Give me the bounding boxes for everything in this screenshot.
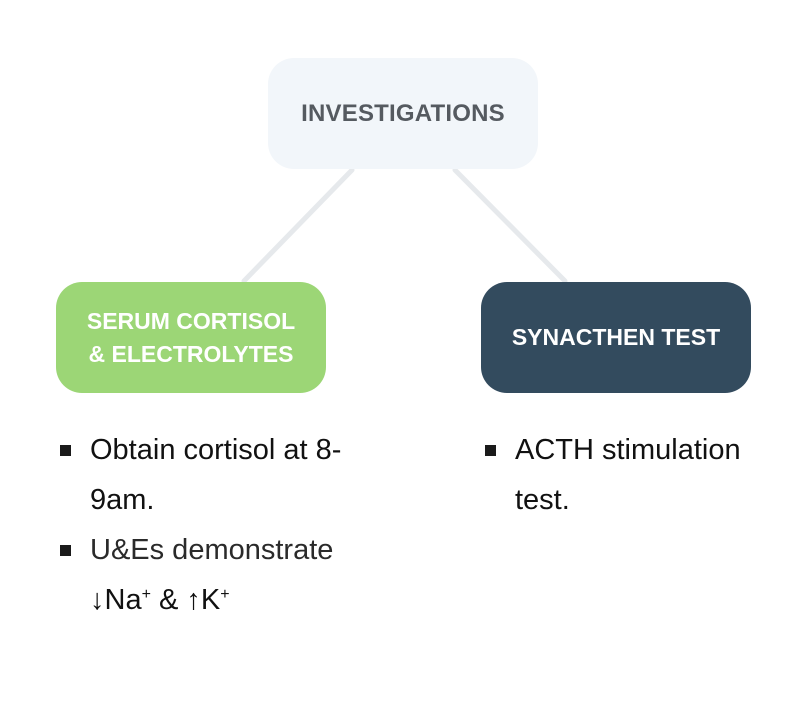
list-item-text: U&Es demonstrate bbox=[90, 534, 334, 566]
node-serum-cortisol-electrolytes: SERUM CORTISOL & ELECTROLYTES bbox=[56, 282, 326, 393]
node-serum-cortisol-label: SERUM CORTISOL & ELECTROLYTES bbox=[86, 307, 296, 367]
list-item: ACTH stimulation test. bbox=[483, 425, 783, 525]
list-item: Obtain cortisol at 8-9am. bbox=[58, 425, 378, 525]
arrow-down-icon: ↓ bbox=[90, 584, 105, 616]
node-synacthen-label: SYNACTHEN TEST bbox=[511, 324, 721, 350]
square-bullet-icon bbox=[485, 445, 496, 456]
node-investigations-label: INVESTIGATIONS bbox=[301, 99, 505, 127]
right-bullet-list: ACTH stimulation test. bbox=[483, 425, 783, 525]
list-item-text: ACTH stimulation test. bbox=[515, 434, 741, 516]
connector-root-to-left bbox=[241, 167, 355, 284]
node-synacthen-test: SYNACTHEN TEST bbox=[481, 282, 751, 393]
arrow-up-icon: ↑ bbox=[186, 584, 201, 616]
node-investigations: INVESTIGATIONS bbox=[268, 58, 538, 169]
ampersand: & bbox=[150, 584, 187, 616]
list-item: U&Es demonstrate ↓Na+ & ↑K+ bbox=[58, 525, 378, 625]
ion-potassium-charge: + bbox=[220, 586, 230, 603]
connector-root-to-right bbox=[452, 167, 568, 284]
list-item-text: Obtain cortisol at 8-9am. bbox=[90, 434, 342, 516]
square-bullet-icon bbox=[60, 445, 71, 456]
left-bullet-list: Obtain cortisol at 8-9am. U&Es demonstra… bbox=[58, 425, 378, 625]
ion-sodium-charge: + bbox=[141, 586, 151, 603]
ion-sodium: Na bbox=[104, 584, 142, 616]
ion-potassium: K bbox=[200, 584, 221, 616]
square-bullet-icon bbox=[60, 545, 71, 556]
